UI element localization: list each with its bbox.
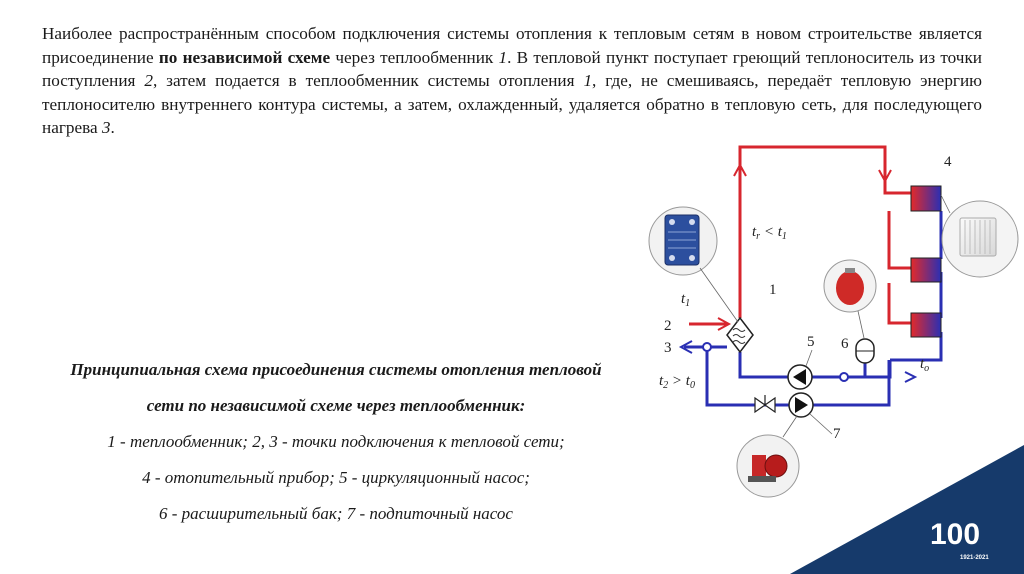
- anniversary-logo: 100 1921-2021: [790, 445, 1024, 574]
- radiators: [911, 186, 941, 337]
- label-2: 2: [664, 318, 672, 334]
- label-t2-gt-t0: t2 > t0: [659, 373, 695, 391]
- heat-exchanger-photo: [649, 207, 738, 322]
- expansion-tank: [856, 339, 874, 363]
- label-tr-lt-t1: tr < t1: [752, 224, 787, 242]
- supply-pipes: [689, 147, 911, 324]
- junction-nodes: [703, 343, 848, 381]
- pump-photo: [737, 416, 799, 497]
- radiator-photo: [941, 195, 1018, 277]
- label-6: 6: [841, 336, 849, 352]
- radiator-2: [911, 258, 941, 282]
- label-7: 7: [833, 426, 841, 442]
- circulation-pump: [788, 350, 812, 389]
- makeup-pump: [789, 393, 832, 434]
- radiator-1: [911, 186, 941, 211]
- label-5: 5: [807, 334, 815, 350]
- heat-exchanger: [727, 318, 753, 352]
- logo-text: 100: [930, 518, 980, 551]
- logo-years: 1921-2021: [960, 555, 989, 561]
- label-4: 4: [944, 154, 952, 170]
- return-arrow-icon: [905, 372, 915, 382]
- flow-arrows: [681, 165, 915, 382]
- check-valve: [755, 395, 775, 412]
- expansion-tank-photo: [824, 260, 876, 338]
- label-3: 3: [664, 340, 672, 356]
- label-t1: t1: [681, 291, 690, 309]
- label-1: 1: [769, 282, 777, 298]
- radiator-3: [911, 313, 941, 337]
